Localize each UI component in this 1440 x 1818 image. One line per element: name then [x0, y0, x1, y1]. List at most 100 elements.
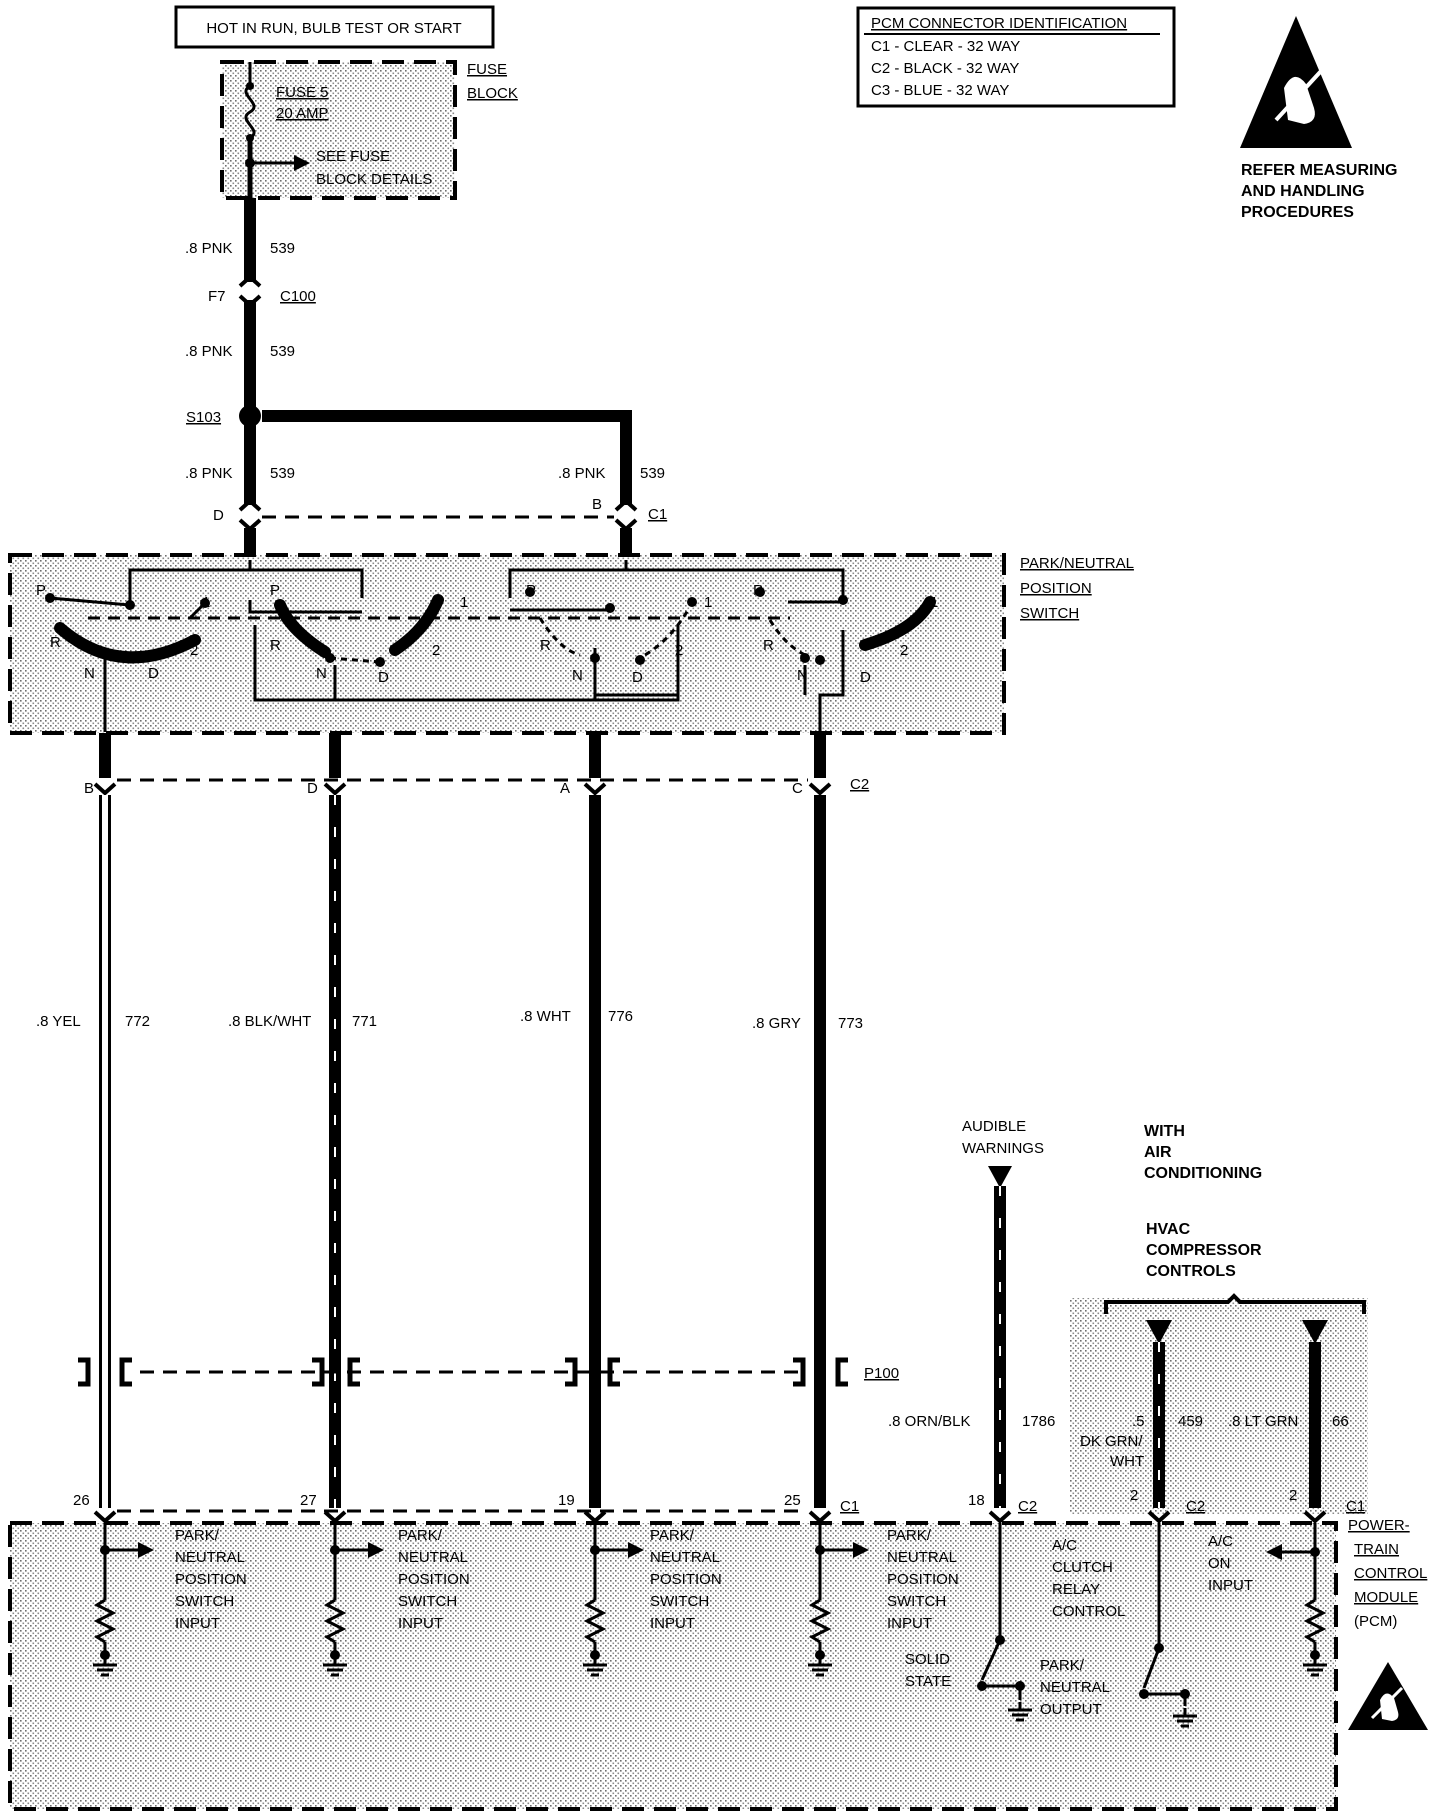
input4-l2: NEUTRAL	[887, 1549, 957, 1566]
sw4-pos-p: P	[753, 582, 763, 599]
sw2-pos-r: R	[270, 637, 281, 654]
solid-state-2: STATE	[905, 1673, 951, 1690]
input3-l3: POSITION	[650, 1571, 722, 1588]
wire-772-size-color: .8 YEL	[36, 1013, 81, 1030]
input1-l2: NEUTRAL	[175, 1549, 245, 1566]
fuse-block-title-1: FUSE	[467, 61, 507, 78]
ac-on-1: A/C	[1208, 1533, 1233, 1550]
park-neutral-switch-box	[8, 553, 1006, 735]
c2-connector-b	[93, 782, 117, 796]
wire-459-size: .5	[1132, 1413, 1145, 1430]
ac-clutch-1: A/C	[1052, 1537, 1077, 1554]
input3-l1: PARK/	[650, 1527, 695, 1544]
pcm-pin-18: 18	[968, 1492, 985, 1509]
wire4-size-color: .8 PNK	[558, 465, 606, 482]
esd-note-line-3: PROCEDURES	[1241, 204, 1354, 221]
switch-title-3: SWITCH	[1020, 605, 1079, 622]
esd-warning-icon	[1240, 16, 1352, 148]
wire2-circuit: 539	[270, 343, 295, 360]
hvac-2: COMPRESSOR	[1146, 1242, 1262, 1259]
input4-l3: POSITION	[887, 1571, 959, 1588]
pcm-conn-19	[583, 1510, 607, 1524]
power-label-box	[174, 5, 495, 49]
sw3-pos-d: D	[632, 669, 643, 686]
c100-pin: F7	[208, 288, 226, 305]
hvac-arrow-66	[1302, 1320, 1328, 1344]
wire-459-circuit: 459	[1178, 1413, 1203, 1430]
sw3-pos-r: R	[540, 637, 551, 654]
sw4-pos-1: 1	[930, 594, 938, 611]
pcm-pin-26: 26	[73, 1492, 90, 1509]
input1-l1: PARK/	[175, 1527, 220, 1544]
fuse-block	[220, 60, 457, 200]
pin-b: B	[84, 780, 94, 797]
pcm-pin-25: 25	[784, 1492, 801, 1509]
svg-text:C3 - BLUE - 32 WAY: C3 - BLUE - 32 WAY	[871, 82, 1009, 99]
switch-section-3	[525, 587, 697, 700]
see-fuse-details-2: BLOCK DETAILS	[316, 171, 432, 188]
pcm-input-circuit-2	[323, 1523, 368, 1655]
pcm-title-5: (PCM)	[1354, 1613, 1397, 1630]
power-label: HOT IN RUN, BULB TEST OR START	[206, 20, 461, 37]
sw4-pos-2: 2	[900, 642, 908, 659]
wire-459-color-1: DK GRN/	[1080, 1433, 1143, 1450]
c100-name: C100	[280, 288, 316, 305]
see-fuse-details-1: SEE FUSE	[316, 148, 390, 165]
c1-pin-d: D	[213, 507, 224, 524]
wire-66-size-color: .8 LT GRN	[1228, 1413, 1298, 1430]
input2-l1: PARK/	[398, 1527, 443, 1544]
wire3-size-color: .8 PNK	[185, 465, 233, 482]
sw3-pos-1: 1	[704, 594, 712, 611]
sw1-pos-1: 1	[202, 594, 210, 611]
sw3-pos-n: N	[572, 667, 583, 684]
sw2-pos-2: 2	[432, 642, 440, 659]
esd-warning-icon-small	[1348, 1662, 1428, 1730]
switch-section-2	[274, 594, 444, 700]
wire1-circuit: 539	[270, 240, 295, 257]
wire-776-circuit: 776	[608, 1008, 633, 1025]
pcm-connector-id-table: PCM CONNECTOR IDENTIFICATION C1 - CLEAR …	[856, 6, 1176, 108]
wire4-circuit: 539	[640, 465, 665, 482]
sw2-pos-1: 1	[460, 594, 468, 611]
sw4-pos-n: N	[797, 667, 808, 684]
sw1-pos-2: 2	[190, 642, 198, 659]
input4-l4: SWITCH	[887, 1593, 946, 1610]
svg-text:C2 - BLACK - 32 WAY: C2 - BLACK - 32 WAY	[871, 60, 1019, 77]
c2-connector-c	[808, 782, 832, 796]
wire3-circuit: 539	[270, 465, 295, 482]
audible-2: WARNINGS	[962, 1140, 1044, 1157]
hvac-arrow-459	[1146, 1320, 1172, 1344]
ac-clutch-2: CLUTCH	[1052, 1559, 1113, 1576]
switch-title-1: PARK/NEUTRAL	[1020, 555, 1134, 572]
c2-name: C2	[850, 776, 869, 793]
solid-state-1: SOLID	[905, 1651, 950, 1668]
pcm-input-circuit-3	[583, 1523, 628, 1655]
pcm-pin-2-b: 2	[1289, 1487, 1297, 1504]
pin-d: D	[307, 780, 318, 797]
ac-option-region	[1070, 1298, 1368, 1514]
pcm-title-3: CONTROL	[1354, 1565, 1427, 1582]
hvac-1: HVAC	[1146, 1221, 1191, 1238]
pcm-conn-c1-a: C1	[840, 1498, 859, 1515]
sw3-pos-2: 2	[675, 642, 683, 659]
wire-1786-circuit: 1786	[1022, 1413, 1055, 1430]
pcm-title-1: POWER-	[1348, 1517, 1410, 1534]
pin-a: A	[560, 780, 570, 797]
sw2-pos-d: D	[378, 669, 389, 686]
wire-776-size-color: .8 WHT	[520, 1008, 571, 1025]
ac-clutch-3: RELAY	[1052, 1581, 1100, 1598]
sw1-pos-n: N	[84, 665, 95, 682]
input3-l5: INPUT	[650, 1615, 695, 1632]
sw4-pos-d: D	[860, 669, 871, 686]
splice-name: S103	[186, 409, 221, 426]
wire-773-size-color: .8 GRY	[752, 1015, 801, 1032]
wire2-size-color: .8 PNK	[185, 343, 233, 360]
pcm-conn-c1-b: C1	[1346, 1498, 1365, 1515]
c1-connector-b	[614, 498, 638, 532]
sw1-pos-p: P	[36, 582, 46, 599]
ac-clutch-4: CONTROL	[1052, 1603, 1125, 1620]
wire-459-color-2: WHT	[1110, 1453, 1144, 1470]
input1-l5: INPUT	[175, 1615, 220, 1632]
wire1-size-color: .8 PNK	[185, 240, 233, 257]
pcm-title-2: TRAIN	[1354, 1541, 1399, 1558]
